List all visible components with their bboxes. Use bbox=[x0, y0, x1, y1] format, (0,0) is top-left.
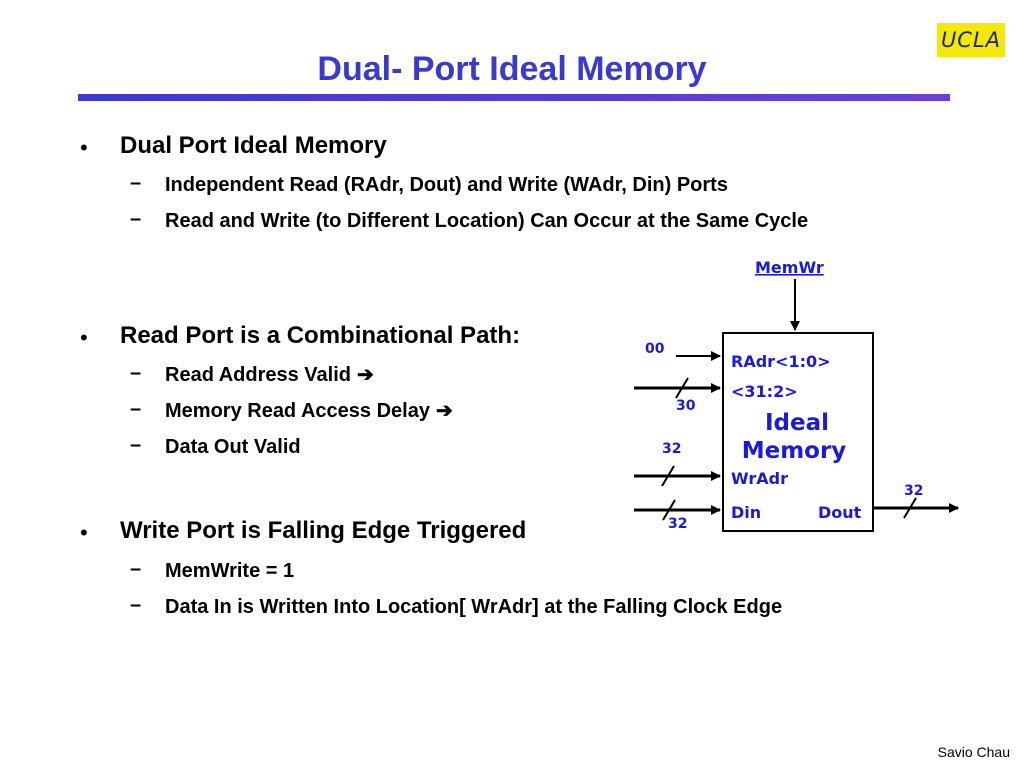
bus-slash bbox=[662, 499, 676, 521]
dash: – bbox=[130, 434, 142, 456]
section-heading: Write Port is Falling Edge Triggered bbox=[120, 517, 527, 544]
width-label: 30 bbox=[676, 398, 696, 414]
section-heading: Dual Port Ideal Memory bbox=[120, 132, 387, 159]
dash: – bbox=[130, 398, 142, 420]
list-item: Independent Read (RAdr, Dout) and Write … bbox=[165, 174, 728, 196]
list-item-text: Read Address Valid bbox=[165, 364, 351, 386]
list-item: Read Address Valid ➔ bbox=[165, 360, 374, 391]
section-heading: Read Port is a Combinational Path: bbox=[120, 322, 521, 349]
bullet-dot: • bbox=[80, 325, 88, 350]
right-arrow-icon: ➔ bbox=[357, 364, 374, 386]
radr-low-input: 00 bbox=[645, 341, 721, 361]
bus-slash bbox=[903, 497, 917, 519]
title-divider bbox=[78, 94, 950, 101]
dash: – bbox=[130, 172, 142, 194]
dash: – bbox=[130, 558, 142, 580]
right-arrow-icon: ➔ bbox=[435, 400, 453, 422]
list-item: Read and Write (to Different Location) C… bbox=[165, 210, 809, 232]
dout-output: 32 bbox=[873, 483, 959, 519]
width-label: 32 bbox=[662, 441, 681, 457]
dash: – bbox=[130, 208, 142, 230]
list-item: Data Out Valid bbox=[165, 436, 301, 458]
width-label: 32 bbox=[904, 483, 923, 499]
list-item: Data In is Written Into Location[ WrAdr]… bbox=[165, 596, 783, 618]
radr-high-label: <31:2> bbox=[731, 382, 798, 401]
dash: – bbox=[130, 594, 142, 616]
din-input: 32 bbox=[634, 499, 721, 532]
width-label: 00 bbox=[645, 341, 665, 357]
list-item: MemWrite = 1 bbox=[165, 560, 295, 582]
bullet-dot: • bbox=[80, 135, 88, 160]
wradr-input: 32 bbox=[634, 441, 721, 487]
radr-high-input: 30 bbox=[634, 377, 721, 414]
list-item-text: Memory Read Access Delay bbox=[165, 400, 430, 422]
block-title-line2: Memory bbox=[742, 438, 847, 464]
memwr-label: MemWr bbox=[755, 258, 824, 277]
bus-slash bbox=[675, 377, 689, 399]
author-footer: Savio Chau bbox=[937, 744, 1010, 760]
block-title-line1: Ideal bbox=[765, 410, 829, 436]
wradr-label: WrAdr bbox=[731, 469, 788, 488]
dash: – bbox=[130, 362, 142, 384]
memory-block bbox=[722, 332, 874, 532]
list-item: Memory Read Access Delay➔ bbox=[165, 396, 453, 427]
memwr-signal: MemWr bbox=[755, 258, 824, 331]
bus-slash bbox=[661, 465, 675, 487]
width-label: 32 bbox=[668, 516, 687, 532]
bullet-dot: • bbox=[80, 520, 88, 545]
dout-label: Dout bbox=[818, 503, 862, 522]
din-label: Din bbox=[731, 503, 761, 522]
ucla-logo: UCLA bbox=[937, 23, 1005, 57]
slide-title: Dual- Port Ideal Memory bbox=[317, 50, 707, 88]
radr-low-label: RAdr<1:0> bbox=[731, 352, 831, 371]
